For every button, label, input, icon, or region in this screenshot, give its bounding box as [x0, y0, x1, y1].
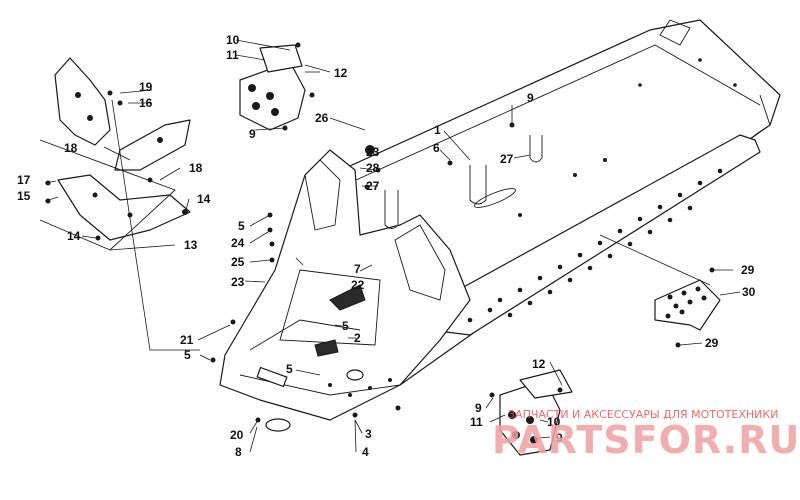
- running-board-holes: [467, 168, 723, 323]
- callout-10b: 10: [547, 415, 561, 429]
- callout-9a: 9: [527, 91, 534, 105]
- callout-27a: 27: [500, 152, 514, 166]
- callout-12b: 12: [532, 357, 546, 371]
- steering-bracket-upper: [54, 57, 191, 171]
- callout-25: 25: [231, 255, 245, 269]
- watermark-logo: PARTSFOR.RU: [492, 418, 800, 462]
- callout-15: 15: [17, 189, 31, 203]
- callout-8: 8: [235, 445, 242, 459]
- callout-6: 6: [433, 141, 440, 155]
- callout-18b: 18: [189, 161, 203, 175]
- front-chassis: [219, 149, 471, 421]
- callout-22: 22: [351, 278, 365, 292]
- callout-11b: 11: [470, 415, 483, 429]
- callout-21: 21: [180, 333, 194, 347]
- callout-9d: 9: [556, 431, 563, 445]
- callout-13: 13: [184, 238, 198, 252]
- callout-14b: 14: [67, 229, 81, 243]
- callout-23a: 23: [366, 145, 380, 159]
- watermark-caption: ЗАПЧАСТИ И АКСЕССУАРЫ ДЛЯ МОТОТЕХНИКИ: [508, 408, 778, 421]
- watermark: ЗАПЧАСТИ И АКСЕССУАРЫ ДЛЯ МОТОТЕХНИКИ PA…: [492, 408, 800, 462]
- callout-27b: 27: [366, 179, 380, 193]
- callout-2: 2: [354, 331, 361, 345]
- callout-3: 3: [365, 427, 372, 441]
- callout-5b: 5: [342, 319, 349, 333]
- callout-11a: 11: [226, 48, 239, 62]
- callout-4: 4: [362, 445, 369, 459]
- callout-7: 7: [354, 262, 361, 276]
- callout-26: 26: [315, 111, 329, 125]
- callout-5a: 5: [238, 219, 245, 233]
- callout-1: 1: [434, 123, 441, 137]
- callout-29b: 29: [705, 336, 719, 350]
- callout-9c: 9: [475, 401, 482, 415]
- callout-5d: 5: [286, 362, 293, 376]
- callout-23b: 23: [231, 275, 245, 289]
- callout-30: 30: [742, 285, 756, 299]
- skid-pad: [265, 418, 291, 432]
- steering-bracket-lower: [39, 139, 191, 251]
- top-plate: [239, 44, 306, 131]
- footrest-plate: [654, 279, 721, 331]
- callout-18a: 18: [64, 141, 78, 155]
- callout-10a: 10: [226, 33, 240, 47]
- leader-lines: [44, 39, 741, 453]
- callout-12a: 12: [334, 66, 348, 80]
- callout-28: 28: [366, 161, 380, 175]
- callout-24: 24: [231, 236, 245, 250]
- callout-14a: 14: [197, 192, 211, 206]
- callout-5c: 5: [184, 348, 191, 362]
- callout-labels: 1 2 3 4 5 5 5 5 6 7 8 9 9 9 9 10 10 11 1…: [17, 33, 756, 459]
- callout-19: 19: [139, 80, 153, 94]
- callout-17: 17: [17, 173, 31, 187]
- callout-9b: 9: [249, 127, 256, 141]
- u-bolts: [384, 135, 543, 229]
- callout-16: 16: [139, 96, 153, 110]
- callout-29a: 29: [741, 263, 755, 277]
- callout-20: 20: [230, 428, 244, 442]
